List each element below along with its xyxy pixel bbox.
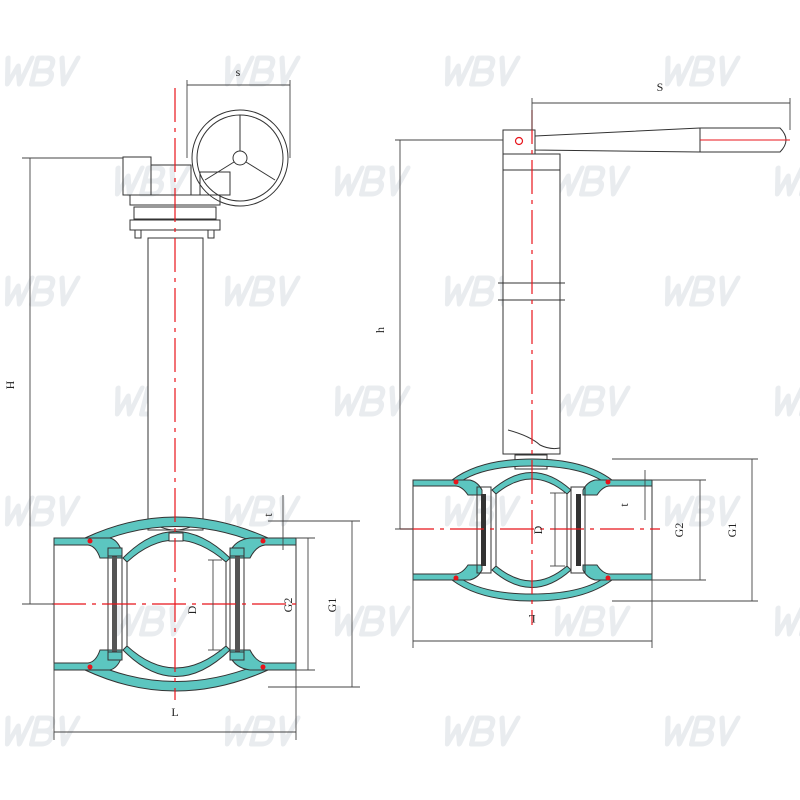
watermark-logo [772, 168, 800, 194]
watermark-logo [2, 278, 78, 304]
watermark-logo [552, 388, 628, 414]
watermark-logo [662, 58, 738, 84]
watermark-layer [2, 58, 800, 744]
watermark-logo [772, 608, 800, 634]
handwheel [191, 109, 289, 207]
watermark-logo [332, 608, 408, 634]
watermark-logo [332, 168, 408, 194]
dim-label-G2: G2 [672, 523, 686, 538]
dim-label-s: s [236, 65, 241, 79]
watermark-logo [222, 58, 298, 84]
dim-label-D: D [531, 525, 545, 534]
lever-handle [502, 127, 787, 155]
watermark-logo [662, 278, 738, 304]
watermark-logo [222, 278, 298, 304]
watermark-logo [332, 388, 408, 414]
dim-label-D: D [185, 605, 199, 614]
dim-label-G1: G1 [325, 598, 339, 613]
dim-label-L: L [528, 612, 535, 626]
watermark-logo [112, 608, 188, 634]
watermark-logo [2, 498, 78, 524]
dim-label-t: t [261, 513, 275, 517]
dim-label-h: h [373, 327, 387, 333]
right-valve: S h t D G2 G1 L [373, 80, 791, 648]
dim-label-L: L [171, 705, 178, 719]
dim-label-H: H [3, 380, 17, 389]
watermark-logo [442, 498, 518, 524]
watermark-logo [222, 498, 298, 524]
watermark-logo [2, 58, 78, 84]
watermark-logo [222, 718, 298, 744]
watermark-logo [2, 718, 78, 744]
left-valve: s H t D G2 G1 L [3, 65, 360, 740]
watermark-logo [662, 718, 738, 744]
watermark-logo [552, 608, 628, 634]
watermark-logo [442, 58, 518, 84]
dim-label-t: t [617, 503, 631, 507]
dim-label-S: S [657, 80, 664, 94]
watermark-logo [552, 168, 628, 194]
watermark-logo [772, 388, 800, 414]
dim-label-G1: G1 [725, 523, 739, 538]
dim-label-G2: G2 [281, 598, 295, 613]
watermark-logo [442, 718, 518, 744]
